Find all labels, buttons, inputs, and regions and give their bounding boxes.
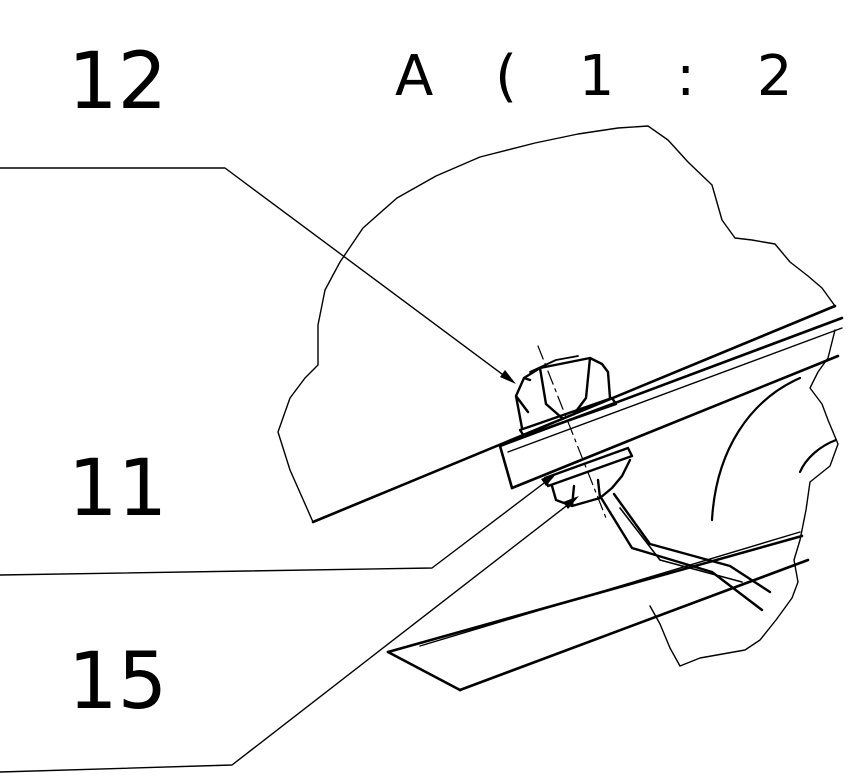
callout-12-label: 12 xyxy=(68,37,167,127)
nut-top xyxy=(514,356,612,430)
lower-channel-end xyxy=(386,650,462,692)
bracket-strut-mid xyxy=(619,507,743,583)
curved-profile-large xyxy=(710,376,802,522)
leader-line-12 xyxy=(0,167,511,381)
bracket-strut-inner xyxy=(612,492,772,594)
washer-top xyxy=(518,396,618,438)
washer-bottom xyxy=(543,446,634,488)
bracket-strut-outer xyxy=(598,494,764,612)
lower-channel-web xyxy=(419,531,801,647)
lower-plate-face xyxy=(510,354,840,490)
curved-profile-small xyxy=(798,438,838,474)
view-title: A ( 1 : 2 ) xyxy=(395,44,854,109)
leader-line-11 xyxy=(0,476,553,576)
bolt-centerline xyxy=(537,345,607,519)
callout-11-label: 11 xyxy=(68,444,167,534)
leader-arrow-15 xyxy=(563,496,579,509)
nut-top-chamfer xyxy=(529,355,579,373)
plate-end xyxy=(498,444,514,490)
detail-break-boundary xyxy=(277,125,839,667)
leader-arrow-12 xyxy=(500,370,516,384)
upper-plate-face-inner xyxy=(507,327,843,453)
leader-line-15 xyxy=(0,499,575,773)
callout-15-label: 15 xyxy=(68,637,167,727)
lower-channel-bottom xyxy=(458,558,810,692)
